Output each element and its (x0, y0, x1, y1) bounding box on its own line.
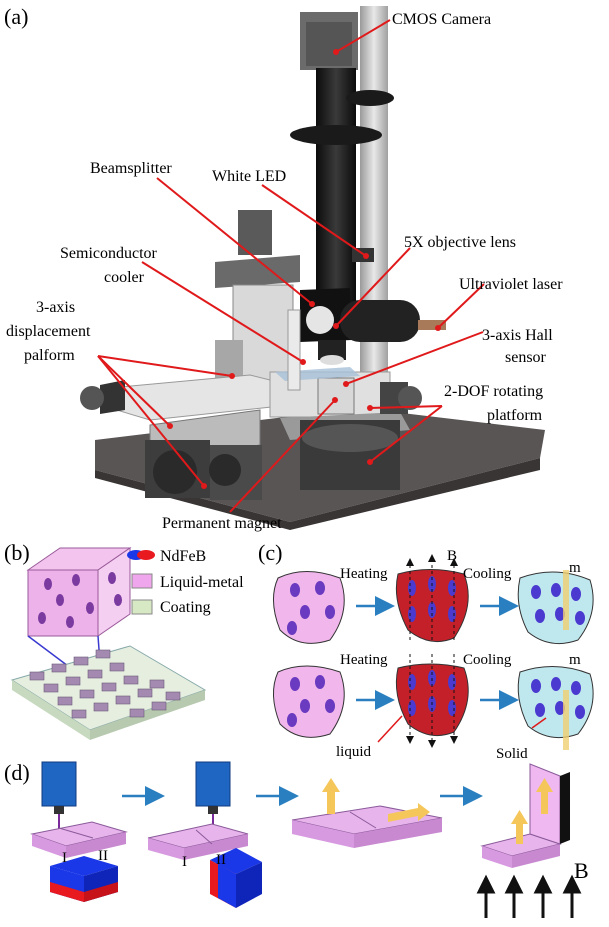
label-cmos-camera: CMOS Camera (392, 11, 491, 28)
step-1 (30, 761, 128, 902)
panel-label-b: (b) (4, 540, 30, 565)
label-m-top: m (569, 560, 581, 576)
label-rotating-platform-line2: platform (487, 407, 543, 424)
label-segment-i-1: I (62, 850, 67, 866)
leader-lines (97, 19, 485, 513)
label-displacement-line1: 3-axis (36, 299, 75, 316)
label-m-bottom: m (569, 652, 581, 668)
label-cooling-top: Cooling (463, 566, 512, 582)
label-displacement-line3: palform (24, 347, 75, 364)
liquid-metal-cube (26, 547, 132, 691)
step-2 (147, 761, 262, 908)
label-solid: Solid (496, 746, 528, 762)
microscope-apparatus (80, 6, 545, 530)
label-cooling-bottom: Cooling (463, 652, 512, 668)
label-hall-sensor-line1: 3-axis Hall (482, 327, 553, 344)
label-hall-sensor-line2: sensor (505, 349, 547, 366)
label-field-b-top: B (447, 548, 457, 564)
label-rotating-platform-line1: 2-DOF rotating (444, 383, 543, 400)
label-segment-i-2: I (182, 854, 187, 870)
leader-dots (167, 49, 441, 489)
panel-label-a: (a) (4, 4, 28, 29)
ndfeb-swatch-red (137, 550, 155, 560)
label-segment-ii-1: II (98, 848, 108, 864)
coating-swatch (131, 599, 153, 615)
legend: NdFeB Liquid-metal Coating (127, 548, 244, 616)
step-3 (291, 778, 443, 848)
label-segment-ii-2: II (216, 852, 226, 868)
legend-ndfeb: NdFeB (160, 548, 206, 565)
legend-coating: Coating (160, 599, 211, 616)
label-semiconductor-cooler-line2: cooler (104, 269, 145, 286)
step-4 (476, 763, 582, 918)
label-objective-lens: 5X objective lens (404, 234, 516, 251)
process-row-bottom (273, 654, 594, 750)
label-liquid: liquid (336, 744, 372, 760)
tile-array (10, 645, 207, 740)
label-ultraviolet-laser: Ultraviolet laser (459, 276, 563, 293)
panel-label-c: (c) (258, 540, 282, 565)
liquid-metal-swatch (131, 573, 153, 589)
label-displacement-line2: displacement (6, 323, 91, 340)
label-heating-bottom: Heating (340, 652, 388, 668)
label-semiconductor-cooler-line1: Semiconductor (60, 245, 158, 262)
process-row-top (273, 554, 594, 645)
label-field-b-d: B (574, 858, 589, 883)
label-white-led: White LED (212, 168, 286, 185)
label-beamsplitter: Beamsplitter (90, 160, 172, 177)
legend-liquid-metal: Liquid-metal (160, 574, 244, 591)
label-heating-top: Heating (340, 566, 388, 582)
panel-label-d: (d) (4, 760, 30, 785)
label-permanent-magnet: Permanent magnet (162, 515, 282, 532)
microscope-barrel (316, 68, 356, 308)
